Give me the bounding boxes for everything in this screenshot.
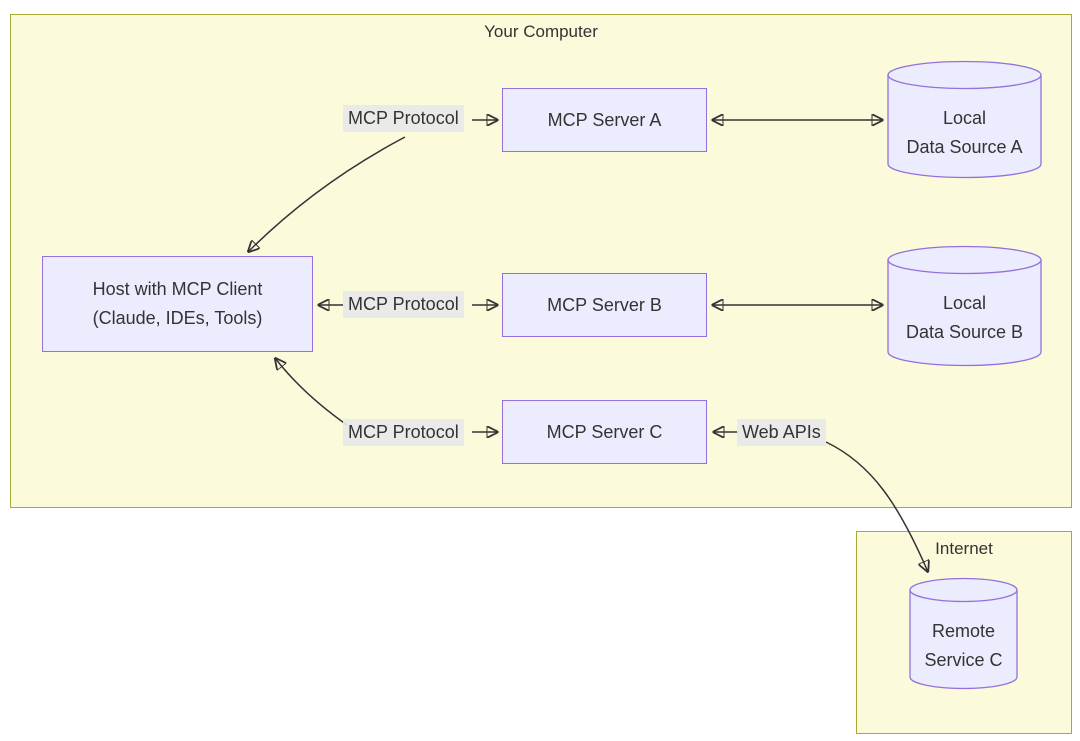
edge-label-mcp-protocol-c: MCP Protocol [343,419,464,446]
edge-label-mcp-protocol-b: MCP Protocol [343,291,464,318]
data-source-b-label-line1: Local [942,293,987,313]
remote-service-c-label-line2: Service C [924,650,1003,670]
mcp-server-a-label: MCP Server A [547,109,662,130]
node-local-data-source-a: Local Data Source A [887,60,1042,179]
remote-service-c-label-line1: Remote [931,621,996,641]
node-local-data-source-b: Local Data Source B [887,245,1042,367]
node-mcp-server-b: MCP Server B [502,273,707,337]
node-host-with-mcp-client: Host with MCP Client (Claude, IDEs, Tool… [42,256,313,352]
node-mcp-server-a: MCP Server A [502,88,707,152]
edge-label-mcp-protocol-a: MCP Protocol [343,105,464,132]
cylinder-shape-data-source-a [887,60,1042,179]
your-computer-group-title: Your Computer [484,22,598,41]
data-source-a-label-line1: Local [942,108,987,128]
internet-group-title: Internet [935,539,993,558]
node-remote-service-c: Remote Service C [909,577,1018,690]
cylinder-shape-data-source-b [887,245,1042,367]
host-label-line2: (Claude, IDEs, Tools) [92,308,263,328]
node-mcp-server-c: MCP Server C [502,400,707,464]
data-source-b-label-line2: Data Source B [905,322,1024,342]
mcp-server-c-label: MCP Server C [546,421,663,442]
data-source-a-label-line2: Data Source A [906,137,1023,157]
host-label-line1: Host with MCP Client [92,279,263,299]
edge-label-web-apis: Web APIs [737,419,826,446]
cylinder-shape-remote-service-c [909,577,1018,690]
mcp-server-b-label: MCP Server B [547,294,662,315]
